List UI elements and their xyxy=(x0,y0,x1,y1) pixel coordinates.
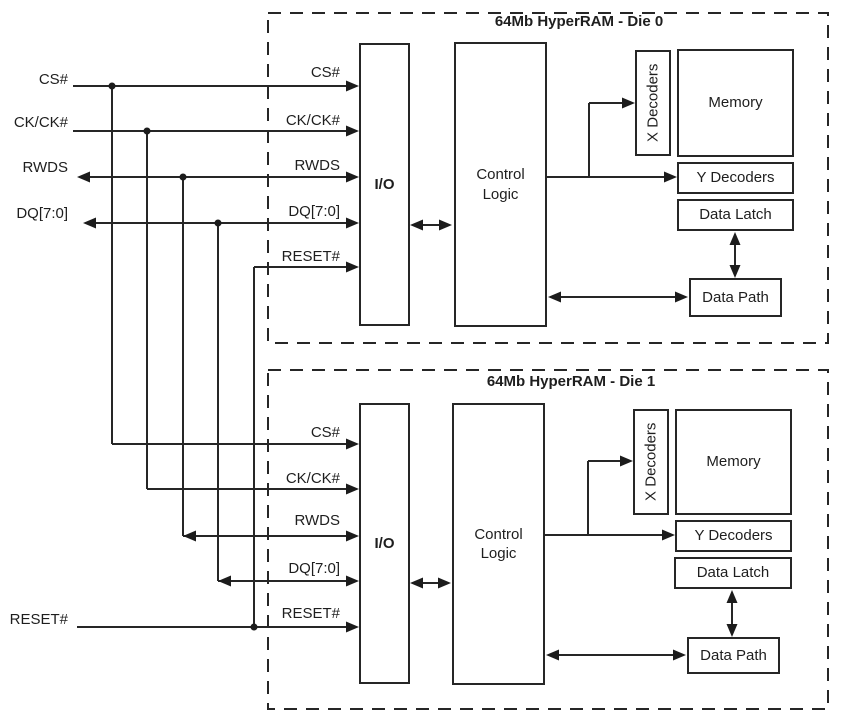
arrow-down-icon xyxy=(726,624,738,637)
y-decoders-label: Y Decoders xyxy=(694,527,773,545)
arrowheads xyxy=(77,80,741,661)
data-latch-label: Data Latch xyxy=(696,564,770,582)
die0-pin-label-ck: CK/CK# xyxy=(285,112,340,129)
die1-memory-block: Memory xyxy=(675,409,792,515)
die1-y-decoders-block: Y Decoders xyxy=(675,520,792,552)
reset-wire xyxy=(77,266,347,628)
die1-title: 64Mb HyperRAM - Die 1 xyxy=(486,373,656,390)
external-pin-label-cs: CS# xyxy=(38,71,68,88)
die0-data-path-block: Data Path xyxy=(689,278,782,317)
arrow-right-icon xyxy=(346,575,359,587)
die0-title: 64Mb HyperRAM - Die 0 xyxy=(494,13,664,30)
arrow-right-icon xyxy=(346,80,359,92)
arrow-right-icon xyxy=(439,219,452,231)
junction-dot xyxy=(179,173,187,181)
external-pin-label-reset: RESET# xyxy=(9,611,68,628)
junction-dot xyxy=(143,127,151,135)
die1-data-path-block: Data Path xyxy=(687,637,780,674)
arrow-right-icon xyxy=(673,649,686,661)
external-pin-label-dq: DQ[7:0] xyxy=(16,205,68,222)
die1-pin-label-rwds: RWDS xyxy=(294,512,340,529)
rwds-wire xyxy=(90,176,347,537)
arrow-up-icon xyxy=(729,232,741,245)
die1-pin-label-reset: RESET# xyxy=(281,605,340,622)
die1-pin-label-cs: CS# xyxy=(310,424,340,441)
die1-data-latch-block: Data Latch xyxy=(674,557,792,589)
cs-wire xyxy=(73,85,347,445)
die1-control-decoder-wires xyxy=(545,460,662,536)
die1-pin-label-ck: CK/CK# xyxy=(285,470,340,487)
external-pin-label-ck: CK/CK# xyxy=(13,114,68,131)
arrow-left-icon xyxy=(548,291,561,303)
external-pin-label-rwds: RWDS xyxy=(22,159,68,176)
junction-dot xyxy=(250,623,258,631)
junction-dot xyxy=(108,82,116,90)
arrow-right-icon xyxy=(620,455,633,467)
arrow-right-icon xyxy=(438,577,451,589)
die0-control-decoder-wires xyxy=(547,102,664,178)
data-path-label: Data Path xyxy=(700,646,767,664)
arrow-right-icon xyxy=(675,291,688,303)
io-block-label: I/O xyxy=(374,175,395,193)
die0-pin-label-reset: RESET# xyxy=(281,248,340,265)
arrow-left-icon xyxy=(83,217,96,229)
control-logic-label: Control Logic xyxy=(474,525,523,563)
y-decoders-label: Y Decoders xyxy=(696,169,775,187)
arrow-right-icon xyxy=(664,171,677,183)
arrow-right-icon xyxy=(346,171,359,183)
die1-boundary-dashed-box xyxy=(267,369,829,710)
junction-dot xyxy=(214,219,222,227)
junction-dots xyxy=(108,82,258,631)
die0-memory-block: Memory xyxy=(677,49,794,157)
x-decoders-label: X Decoders xyxy=(642,422,660,502)
arrow-right-icon xyxy=(346,125,359,137)
die0-control-logic-block: Control Logic xyxy=(454,42,547,327)
die0-data-latch-block: Data Latch xyxy=(677,199,794,231)
arrow-right-icon xyxy=(346,621,359,633)
die0-pin-label-rwds: RWDS xyxy=(294,157,340,174)
die0-x-decoders-block: X Decoders xyxy=(635,50,671,156)
arrow-right-icon xyxy=(346,438,359,450)
die1-control-logic-block: Control Logic xyxy=(452,403,545,685)
arrow-left-icon xyxy=(546,649,559,661)
die0-io-block: I/O xyxy=(359,43,410,326)
arrow-right-icon xyxy=(346,483,359,495)
die0-pin-label-dq: DQ[7:0] xyxy=(288,203,340,220)
memory-label: Memory xyxy=(706,453,761,471)
control-logic-label: Control Logic xyxy=(476,166,525,203)
arrow-right-icon xyxy=(346,530,359,542)
memory-label: Memory xyxy=(708,94,763,112)
die0-pin-label-cs: CS# xyxy=(310,64,340,81)
arrow-right-icon xyxy=(346,217,359,229)
arrow-right-icon xyxy=(346,261,359,273)
arrow-left-icon xyxy=(410,577,423,589)
data-latch-label: Data Latch xyxy=(699,206,772,224)
data-path-label: Data Path xyxy=(702,288,769,306)
die1-io-block: I/O xyxy=(359,403,410,684)
arrow-down-icon xyxy=(729,265,741,278)
arrow-left-icon xyxy=(183,530,196,542)
arrow-left-icon xyxy=(410,219,423,231)
arrow-left-icon xyxy=(218,575,231,587)
arrow-right-icon xyxy=(662,529,675,541)
die1-pin-label-dq: DQ[7:0] xyxy=(288,560,340,577)
arrow-right-icon xyxy=(622,97,635,109)
io-block-label: I/O xyxy=(374,534,395,552)
arrow-up-icon xyxy=(726,590,738,603)
arrow-left-icon xyxy=(77,171,90,183)
ck-wire xyxy=(73,130,347,490)
die0-y-decoders-block: Y Decoders xyxy=(677,162,794,194)
x-decoders-label: X Decoders xyxy=(644,63,662,143)
die1-x-decoders-block: X Decoders xyxy=(633,409,669,515)
